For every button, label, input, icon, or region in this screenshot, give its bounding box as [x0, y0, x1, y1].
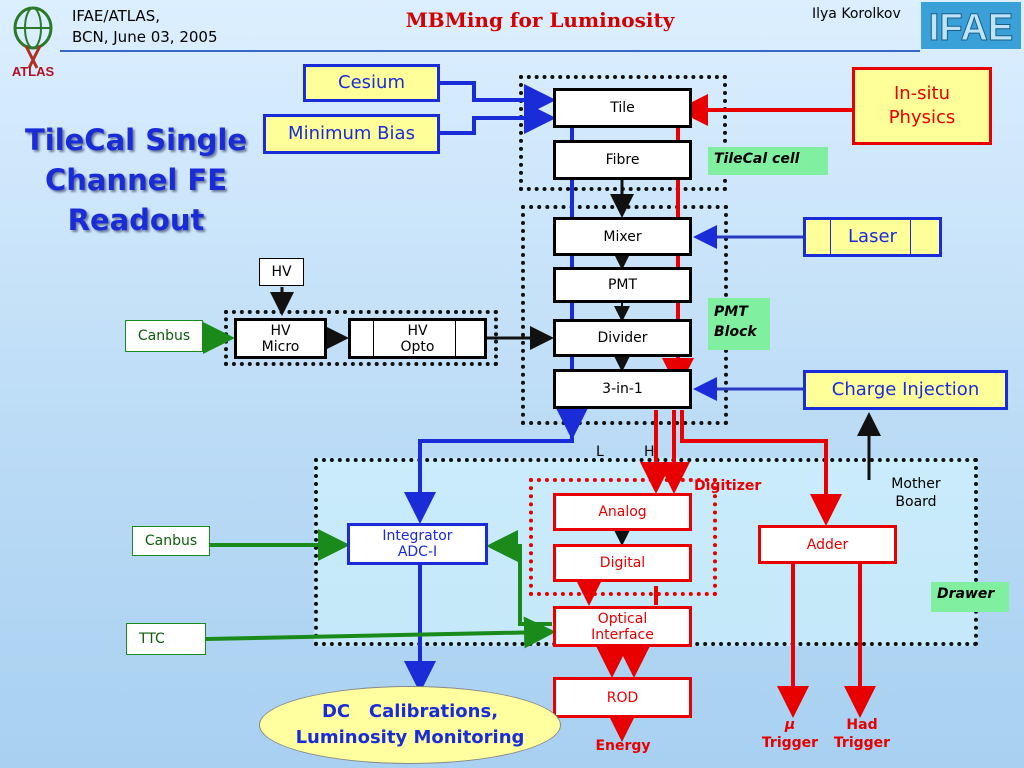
integrator-adc-box: Integrator ADC-I [347, 523, 488, 565]
laser-source: Laser [803, 217, 942, 257]
header: ATLAS IFAE/ATLAS, BCN, June 03, 2005 MBM… [0, 0, 1024, 78]
rod-box: ROD [553, 677, 692, 718]
digitizer-group [529, 478, 717, 596]
hv-opto-divider-right [455, 321, 456, 356]
tilecal-cell-tag: TileCal cell [708, 147, 828, 175]
mu-trigger-label: μ Trigger [761, 717, 819, 751]
charge-injection-source: Charge Injection [803, 370, 1008, 410]
hv-opto-divider-left [373, 321, 374, 356]
energy-label: Energy [595, 738, 651, 754]
author: Ilya Korolkov [812, 6, 901, 22]
atlas-logo: ATLAS [12, 6, 55, 78]
laser-divider-left [830, 220, 831, 254]
dc-calibrations-ellipse: DC Calibrations, Luminosity Monitoring [259, 686, 561, 764]
talk-date: BCN, June 03, 2005 [72, 28, 218, 46]
mixer-box: Mixer [553, 217, 692, 256]
hv-micro-box: HV Micro [234, 318, 327, 359]
ttc-box: TTC [126, 623, 206, 655]
ifae-logo: IFAE [921, 2, 1021, 49]
in-situ-physics-source: In-situ Physics [852, 67, 992, 145]
pmt-box: PMT [553, 267, 692, 303]
analog-box: Analog [553, 493, 692, 531]
svg-text:IFAE: IFAE [929, 7, 1013, 49]
hv-opto-box: HV Opto [348, 318, 487, 359]
laser-divider-right [910, 220, 911, 254]
pmt-block-tag: PMT Block [708, 298, 770, 350]
canbus-hv-box: Canbus [125, 320, 203, 352]
digital-box: Digital [553, 544, 692, 582]
header-info: IFAE/ATLAS, BCN, June 03, 2005 [72, 6, 218, 48]
had-trigger-label: Had Trigger [833, 717, 891, 751]
digitizer-label: Digitizer [694, 478, 762, 494]
canbus-drawer-box: Canbus [132, 526, 210, 556]
header-rule [60, 50, 920, 52]
mother-board-label: Mother Board [891, 476, 941, 510]
divider-box: Divider [553, 319, 692, 357]
three-in-one-box: 3-in-1 [553, 369, 692, 409]
hv-box: HV [259, 258, 304, 286]
header-title: MBMing for Luminosity [405, 8, 675, 32]
low-gain-label: L [596, 444, 604, 460]
optical-interface-box: Optical Interface [553, 606, 692, 647]
affiliation: IFAE/ATLAS, [72, 7, 160, 25]
fibre-box: Fibre [553, 140, 692, 180]
tile-box: Tile [553, 88, 692, 128]
adder-box: Adder [758, 525, 897, 564]
drawer-tag: Drawer [931, 582, 1009, 612]
high-gain-label: H [644, 444, 655, 460]
slide-title: TileCal Single Channel FE Readout [24, 123, 248, 237]
cesium-source: Cesium [303, 64, 440, 102]
minimum-bias-source: Minimum Bias [263, 114, 440, 154]
svg-text:ATLAS: ATLAS [12, 64, 55, 78]
